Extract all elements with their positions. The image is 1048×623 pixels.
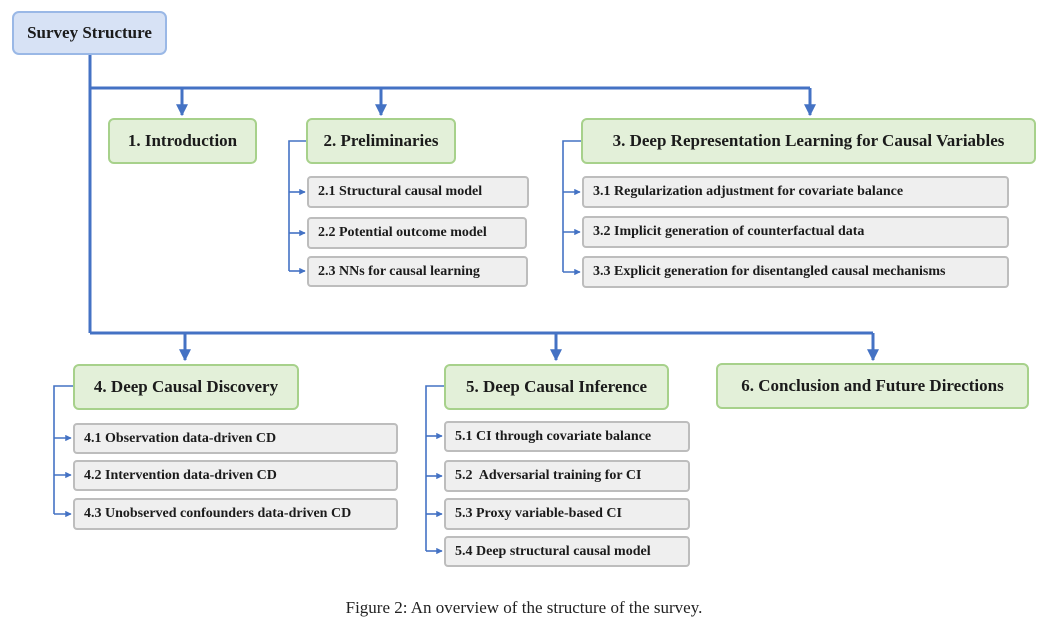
subsection-5-4-label: 5.4 Deep structural causal model xyxy=(455,543,651,559)
section-5-label: 5. Deep Causal Inference xyxy=(466,377,647,396)
section-2-label: 2. Preliminaries xyxy=(323,131,439,150)
subsection-2-3-label: 2.3 NNs for causal learning xyxy=(318,263,480,279)
section-5-node: 5. Deep Causal Inference xyxy=(444,364,669,410)
subsection-4-2: 4.2 Intervention data-driven CD xyxy=(73,460,398,491)
subsection-3-3: 3.3 Explicit generation for disentangled… xyxy=(582,256,1009,288)
section-3-label: 3. Deep Representation Learning for Caus… xyxy=(612,131,1005,150)
subsection-4-2-label: 4.2 Intervention data-driven CD xyxy=(84,467,277,483)
subsection-5-1-label: 5.1 CI through covariate balance xyxy=(455,428,652,444)
section-3-bracket xyxy=(562,140,583,272)
root-label: Survey Structure xyxy=(27,23,152,42)
subsection-3-2: 3.2 Implicit generation of counterfactua… xyxy=(582,216,1009,248)
subsection-4-1: 4.1 Observation data-driven CD xyxy=(73,423,398,454)
section-4-bracket xyxy=(53,385,74,514)
section-4-node: 4. Deep Causal Discovery xyxy=(73,364,299,410)
section-5-bracket xyxy=(425,385,445,551)
subsection-3-3-label: 3.3 Explicit generation for disentangled… xyxy=(593,264,946,279)
subsection-4-1-label: 4.1 Observation data-driven CD xyxy=(84,430,277,446)
subsection-3-1-label: 3.1 Regularization adjustment for covari… xyxy=(593,184,904,199)
subsection-2-3: 2.3 NNs for causal learning xyxy=(307,256,528,287)
subsection-4-3-label: 4.3 Unobserved confounders data-driven C… xyxy=(84,506,352,521)
subsection-4-3: 4.3 Unobserved confounders data-driven C… xyxy=(73,498,398,530)
subsection-2-1-label: 2.1 Structural causal model xyxy=(318,184,483,199)
section-4-label: 4. Deep Causal Discovery xyxy=(93,377,279,396)
subsection-5-2: 5.2 Adversarial training for CI xyxy=(444,460,690,492)
section-3-node: 3. Deep Representation Learning for Caus… xyxy=(581,118,1036,164)
section-6-node: 6. Conclusion and Future Directions xyxy=(716,363,1029,409)
subsection-5-3-label: 5.3 Proxy variable-based CI xyxy=(455,506,622,521)
subsection-5-4: 5.4 Deep structural causal model xyxy=(444,536,690,567)
subsection-2-1: 2.1 Structural causal model xyxy=(307,176,529,208)
section-2-bracket xyxy=(288,140,308,271)
section-2-node: 2. Preliminaries xyxy=(306,118,456,164)
root-node: Survey Structure xyxy=(12,11,167,55)
subsection-3-2-label: 3.2 Implicit generation of counterfactua… xyxy=(593,224,865,239)
section-1-node: 1. Introduction xyxy=(108,118,257,164)
subsection-5-1: 5.1 CI through covariate balance xyxy=(444,421,690,452)
subsection-5-3: 5.3 Proxy variable-based CI xyxy=(444,498,690,530)
subsection-5-2-label: 5.2 Adversarial training for CI xyxy=(455,468,642,483)
section-1-label: 1. Introduction xyxy=(127,131,238,150)
subsection-2-2: 2.2 Potential outcome model xyxy=(307,217,527,249)
figure-caption: Figure 2: An overview of the structure o… xyxy=(345,598,703,617)
subsection-3-1: 3.1 Regularization adjustment for covari… xyxy=(582,176,1009,208)
section-6-label: 6. Conclusion and Future Directions xyxy=(741,376,1004,395)
subsection-2-2-label: 2.2 Potential outcome model xyxy=(318,225,487,240)
